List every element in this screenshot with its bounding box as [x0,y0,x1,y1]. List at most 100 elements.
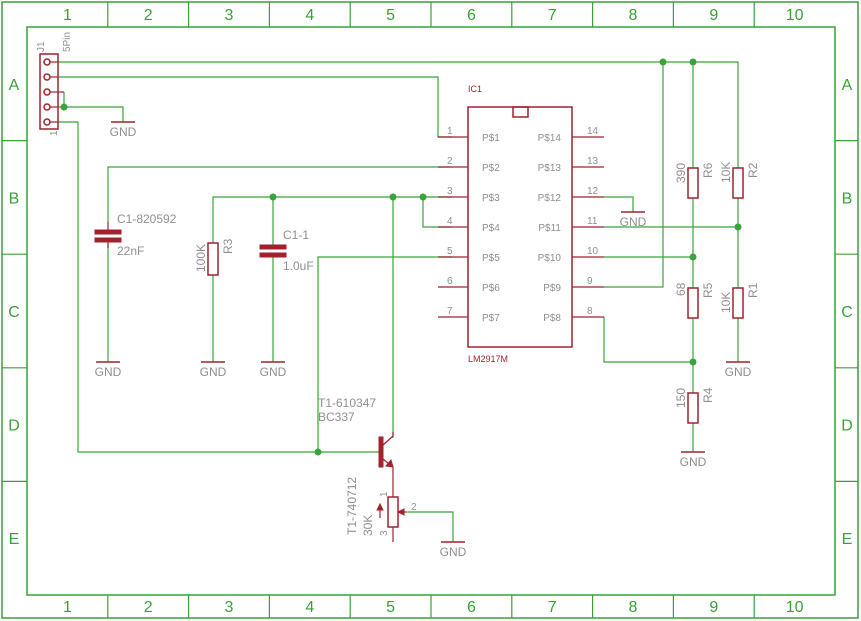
ic-pin-label: P$14 [538,133,562,144]
column-label-top: 9 [709,7,718,24]
column-label-top: 2 [144,7,153,24]
ic-pin-label: P$8 [543,313,561,324]
row-label-left: A [9,77,20,94]
ic-pin-label: P$3 [482,193,500,204]
ground-label: GND [725,365,752,379]
column-label-top: 7 [548,7,557,24]
c1-820592-name: C1-820592 [117,212,177,226]
row-label-left: D [8,418,20,435]
row-label-left: C [8,304,20,321]
ic-pin-label: P$10 [538,253,562,264]
pot-value: 30K [361,515,375,536]
resistor-r5: 68 R5 [674,282,715,319]
ic-pin-label: P$5 [482,253,500,264]
ic-pin-number: 4 [447,216,453,227]
column-label-bottom: 5 [386,599,395,616]
r6-value: 390 [674,163,688,183]
ic-pin-number: 6 [447,276,453,287]
c1-1-name: C1-1 [283,228,309,242]
ic-pin-number: 11 [587,216,598,227]
column-label-top: 3 [225,7,234,24]
r2-value: 10K [719,162,733,183]
pot-pin3: 3 [379,530,390,536]
ic-pin-label: P$2 [482,163,500,174]
column-label-top: 1 [63,7,72,24]
ground-label: GND [110,125,137,139]
transistor-bc337: T1-610347 BC337 [318,396,394,497]
transistor-name: T1-610347 [318,396,376,410]
ic-pin-label: P$12 [538,193,562,204]
ground-label: GND [95,365,122,379]
ic-pin-number: 2 [447,156,453,167]
r3-value: 100K [194,244,208,272]
column-label-bottom: 7 [548,599,557,616]
r6-name: R6 [701,162,715,178]
wires [58,61,739,542]
row-label-left: B [9,190,20,207]
ic-pin-number: 3 [447,186,453,197]
r4-value: 150 [674,388,688,408]
row-label-left: E [9,531,20,548]
ic-pin-label: P$6 [482,283,500,294]
ground-label: GND [620,215,647,229]
j1-value: 5Pin [62,32,73,52]
resistor-r4: 150 R4 [674,387,715,424]
resistor-r3: 100K R3 [194,238,235,276]
ic-name: IC1 [468,84,482,94]
resistor-r6: 390 R6 [674,162,715,199]
ground-label: GND [260,365,287,379]
ground-label: GND [680,455,707,469]
column-label-bottom: 3 [225,599,234,616]
c1-820592-value: 22nF [117,244,144,258]
r3-name: R3 [221,238,235,254]
ic-pin-label: P$9 [543,283,561,294]
ic-pin-label: P$13 [538,163,562,174]
ic-pin-number: 9 [587,276,593,287]
potentiometer-30k: T1-740712 30K 1 2 3 [345,477,417,542]
ic-lm2917m: IC1 LM2917M 1P$12P$23P$34P$45P$56P$67P$7… [438,84,604,364]
ic-pin-number: 12 [587,186,599,197]
r1-name: R1 [746,282,760,298]
column-label-top: 10 [786,7,804,24]
j1-name: J1 [36,41,47,52]
column-label-top: 4 [305,7,314,24]
ic-pin-number: 13 [587,156,599,167]
ic-value: LM2917M [468,354,508,364]
connector-j1: J1 5Pin 1 [36,32,73,136]
row-label-right: E [842,531,853,548]
transistor-value: BC337 [318,410,355,424]
ic-pin-number: 1 [447,126,453,137]
column-label-bottom: 4 [305,599,314,616]
ic-pin-number: 8 [587,306,593,317]
capacitor-c1-1: C1-1 1.0uF [259,228,314,273]
column-label-top: 6 [467,7,476,24]
pot-pin1: 1 [379,491,390,497]
r5-value: 68 [674,282,688,296]
ground-label: GND [440,545,467,559]
ic-pin-label: P$1 [482,133,500,144]
ic-pin-label: P$11 [538,223,561,234]
column-label-top: 5 [386,7,395,24]
column-label-top: 8 [629,7,638,24]
resistor-r2: 10K R2 [719,162,760,199]
c1-1-value: 1.0uF [283,259,314,273]
pot-pin2: 2 [411,502,417,513]
column-label-bottom: 1 [63,599,72,616]
ground-symbols: GND GND GND GND GND GND GND GND [95,121,752,559]
row-label-right: B [842,190,853,207]
ic-pin-number: 14 [587,126,599,137]
capacitor-c1-820592: C1-820592 22nF [94,212,177,258]
pot-name: T1-740712 [345,477,359,535]
junctions [60,58,742,456]
ic-pin-number: 7 [447,306,453,317]
column-label-bottom: 2 [144,599,153,616]
r2-name: R2 [746,162,760,178]
ground-label: GND [200,365,227,379]
ic-pin-label: P$7 [482,313,500,324]
ic-pin-number: 5 [447,246,453,257]
row-label-right: C [841,304,853,321]
ic-pin-label: P$4 [482,223,500,234]
row-label-right: A [842,77,853,94]
